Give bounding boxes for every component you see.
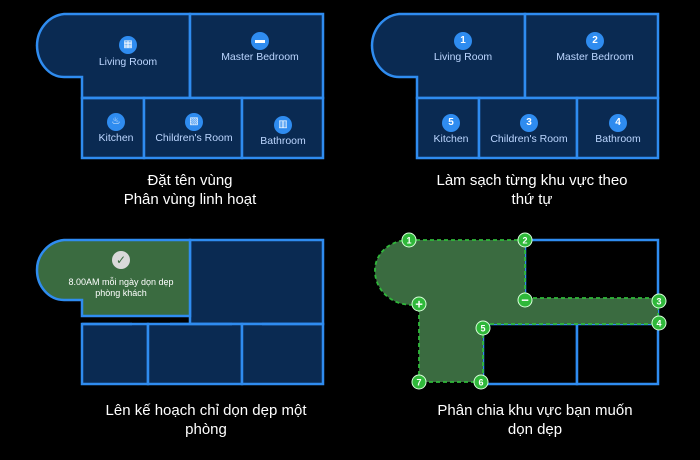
room-label-bathroom: Bathroom <box>595 133 641 145</box>
room-label-kitchen: Kitchen <box>433 133 469 145</box>
partition-point-7[interactable]: 7 <box>411 374 427 390</box>
room-master-bedroom <box>188 238 325 326</box>
add-vertex-button[interactable]: + <box>411 296 427 312</box>
floor-plan-3 <box>35 238 325 386</box>
room-living <box>35 12 192 100</box>
room-bottom-middle <box>481 322 579 386</box>
room-bathroom <box>575 322 660 386</box>
floor-plan-4 <box>374 238 660 386</box>
partition-point-6[interactable]: 6 <box>473 374 489 390</box>
remove-vertex-button[interactable]: − <box>517 292 533 308</box>
sofa-icon[interactable]: ▦ <box>119 36 137 54</box>
room-kitchen <box>80 322 150 386</box>
caption-schedule: Lên kế hoạch chỉ dọn dẹp một phòng <box>105 402 307 438</box>
caption-partition: Phân chia khu vực bạn muốn dọn dẹp <box>437 402 633 438</box>
room-label-childrens: Children's Room <box>490 133 568 145</box>
bed-icon[interactable]: ▬ <box>251 32 269 50</box>
room-bathroom <box>240 322 325 386</box>
room-label-living: Living Room <box>433 51 493 63</box>
room-label-master-bedroom: Master Bedroom <box>556 51 634 63</box>
order-badge-5[interactable]: 5 <box>442 114 460 132</box>
room-living-highlighted <box>35 238 192 318</box>
order-badge-4[interactable]: 4 <box>609 114 627 132</box>
order-badge-2[interactable]: 2 <box>586 32 604 50</box>
room-childrens <box>146 322 244 386</box>
partition-point-4[interactable]: 4 <box>651 315 667 331</box>
panel-schedule: ✓ 8.00AM mỗi ngày dọn dẹp phòng khách Lê… <box>0 230 350 460</box>
room-master-bedroom <box>523 12 660 100</box>
order-badge-1[interactable]: 1 <box>454 32 472 50</box>
checkmark-icon[interactable]: ✓ <box>112 251 130 269</box>
floor-plan-2 <box>370 12 660 160</box>
partition-area <box>374 239 659 383</box>
room-label-kitchen: Kitchen <box>98 132 134 144</box>
panel-partition: 1 2 3 4 5 6 7 + − Phân chia khu vực bạn … <box>335 230 700 460</box>
floor-plan-1 <box>35 12 325 160</box>
partition-point-2[interactable]: 2 <box>517 232 533 248</box>
crib-icon[interactable]: ▧ <box>185 113 203 131</box>
partition-point-5[interactable]: 5 <box>475 320 491 336</box>
room-label-bathroom: Bathroom <box>260 135 306 147</box>
partition-point-3[interactable]: 3 <box>651 293 667 309</box>
caption-name-zones: Đặt tên vùng Phân vùng linh hoạt <box>123 172 257 208</box>
room-label-childrens: Children's Room <box>155 132 233 144</box>
pot-icon[interactable]: ♨ <box>107 113 125 131</box>
room-living <box>370 12 527 100</box>
schedule-note: 8.00AM mỗi ngày dọn dẹp phòng khách <box>68 277 174 298</box>
room-master-bedroom <box>188 12 325 100</box>
partition-point-1[interactable]: 1 <box>401 232 417 248</box>
room-label-living: Living Room <box>98 56 158 68</box>
caption-clean-order: Làm sạch từng khu vực theo thứ tự <box>436 172 628 208</box>
panel-name-zones: ▦ Living Room ▬ Master Bedroom ♨ Kitchen… <box>0 0 350 230</box>
order-badge-3[interactable]: 3 <box>520 114 538 132</box>
door-icon[interactable]: ▥ <box>274 116 292 134</box>
room-label-master-bedroom: Master Bedroom <box>221 51 299 63</box>
panel-clean-order: 1 Living Room 2 Master Bedroom 5 Kitchen… <box>335 0 700 230</box>
